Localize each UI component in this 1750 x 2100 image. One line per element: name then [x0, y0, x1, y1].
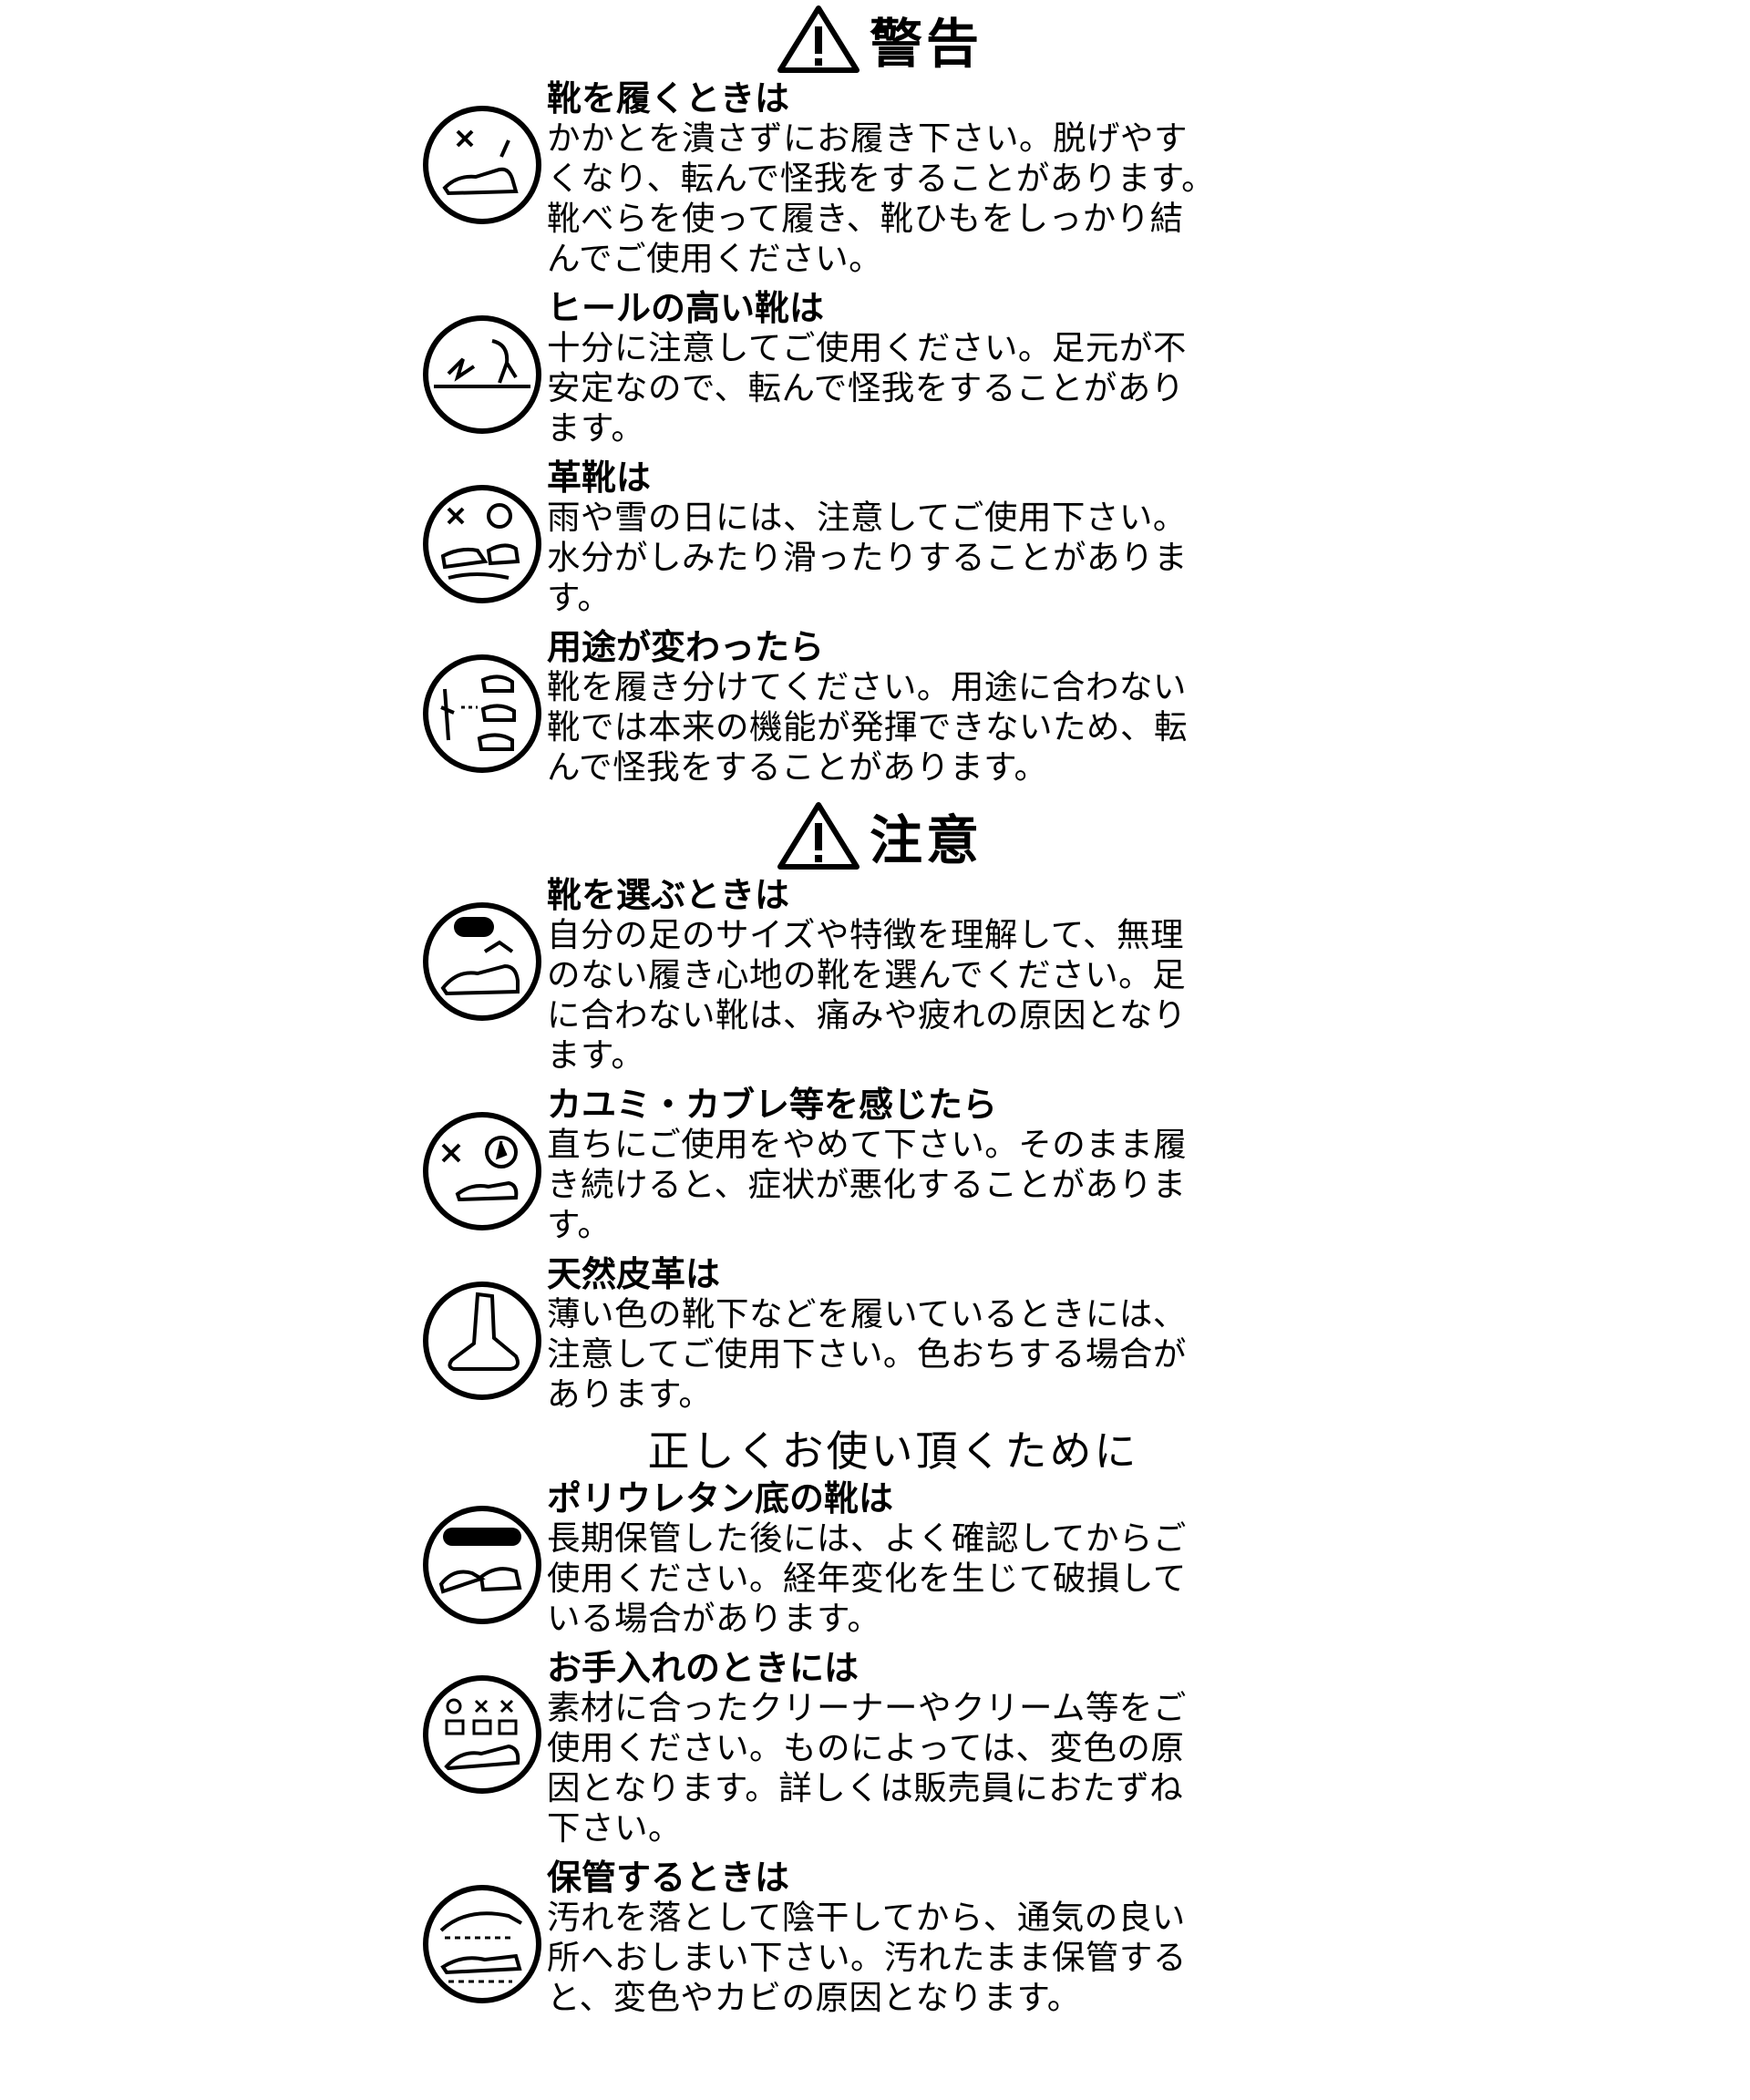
shoe-heel-crush-icon [423, 106, 541, 224]
item-heading: 用途が変わったら [547, 627, 825, 667]
caution-item-select: 靴を選ぶときは 自分の足のサイズや特徴を理解して、無理 のない履き心地の靴を選ん… [401, 875, 1331, 1076]
body-line: 靴では本来の機能が発揮できないため、転 [547, 707, 1188, 746]
body-line: と、変色やカビの原因となります。 [547, 1978, 1081, 2017]
body-line: いる場合があります。 [547, 1599, 881, 1638]
body-line: んで怪我をすることがあります。 [547, 747, 1048, 787]
body-line: 長期保管した後には、よく確認してからご [547, 1518, 1187, 1558]
item-heading: ポリウレタン底の靴は [547, 1478, 894, 1518]
warning-item-leather: 革靴は 雨や雪の日には、注意してご使用下さい。 水分がしみたり滑ったりすることが… [401, 458, 1331, 618]
high-heel-fall-icon [423, 315, 541, 434]
shoe-storage-icon [423, 1885, 541, 2003]
item-heading: 靴を履くときは [547, 78, 790, 118]
body-line: 安定なので、転んで怪我をすることがあり [547, 368, 1185, 407]
item-body: 汚れを落として陰干してから、通気の良い 所へおしまい下さい。汚れたまま保管する … [547, 1898, 1331, 2018]
body-line: す。 [547, 578, 612, 617]
item-body: 薄い色の靴下などを履いているときには、 注意してご使用下さい。色おちする場合が … [547, 1294, 1331, 1415]
cleaner-care-icon [423, 1675, 541, 1794]
body-line: 下さい。 [547, 1808, 682, 1848]
body-line: 汚れを落として陰干してから、通気の良い [547, 1898, 1186, 1937]
foot-sock-icon [423, 1282, 541, 1400]
body-line: くなり、転んで怪我をすることがあります。 [547, 159, 1216, 198]
caution-item-itch: カユミ・カブレ等を感じたら 直ちにご使用をやめて下さい。そのまま履 き続けると、… [401, 1085, 1331, 1245]
itch-stop-icon [423, 1112, 541, 1230]
body-line: 靴を履き分けてください。用途に合わない [547, 667, 1187, 706]
warning-item-purpose: 用途が変わったら 靴を履き分けてください。用途に合わない 靴では本来の機能が発揮… [401, 627, 1331, 788]
body-line: 自分の足のサイズや特徴を理解して、無理 [547, 915, 1184, 954]
body-line: き続けると、症状が悪化することがありま [547, 1165, 1187, 1204]
proper-use-title: 正しくお使い頂くために [647, 1426, 1139, 1476]
body-line: 十分に注意してご使用ください。足元が不 [547, 328, 1187, 367]
warning-header: 警告 [428, 0, 1331, 78]
body-line: 素材に合ったクリーナーやクリーム等をご [547, 1688, 1187, 1727]
item-heading: お手入れのときには [547, 1648, 860, 1688]
item-body: 雨や雪の日には、注意してご使用下さい。 水分がしみたり滑ったりすることがありま … [547, 498, 1331, 618]
shoe-size-select-icon [423, 902, 541, 1021]
body-line: 使用ください。経年変化を生じて破損して [547, 1559, 1187, 1598]
item-body: 自分の足のサイズや特徴を理解して、無理 のない履き心地の靴を選んでください。足 … [547, 915, 1331, 1076]
body-line: 直ちにご使用をやめて下さい。そのまま履 [547, 1125, 1188, 1164]
warning-item-high-heel: ヒールの高い靴は 十分に注意してご使用ください。足元が不 安定なので、転んで怪我… [401, 288, 1331, 448]
item-heading: 保管するときは [547, 1858, 790, 1898]
body-line: 水分がしみたり滑ったりすることがありま [547, 538, 1188, 577]
body-line: 所へおしまい下さい。汚れたまま保管する [547, 1938, 1187, 1977]
shoe-purpose-icon [423, 654, 541, 773]
proper-use-item-polyurethane: ポリウレタン底の靴は 長期保管した後には、よく確認してからご 使用ください。経年… [401, 1478, 1331, 1639]
sole-storage-check-icon [423, 1506, 541, 1624]
item-body: 長期保管した後には、よく確認してからご 使用ください。経年変化を生じて破損して … [547, 1518, 1331, 1639]
body-line: 靴べらを使って履き、靴ひもをしっかり結 [547, 199, 1184, 238]
caution-header: 注意 [428, 797, 1331, 875]
body-line: に合わない靴は、痛みや疲れの原因となり [547, 995, 1187, 1035]
item-heading: 靴を選ぶときは [547, 875, 790, 915]
item-body: 素材に合ったクリーナーやクリーム等をご 使用ください。ものによっては、変色の原 … [547, 1688, 1331, 1848]
body-line: す。 [547, 1205, 612, 1244]
body-line: 使用ください。ものによっては、変色の原 [547, 1728, 1185, 1767]
body-line: ます。 [547, 408, 645, 448]
warning-item-wearing: 靴を履くときは かかとを潰さずにお履き下さい。脱げやす くなり、転んで怪我をする… [401, 78, 1331, 279]
body-line: 薄い色の靴下などを履いているときには、 [547, 1294, 1187, 1333]
item-body: 靴を履き分けてください。用途に合わない 靴では本来の機能が発揮できないため、転 … [547, 667, 1331, 788]
shoe-care-notice: 警告 靴を履くときは かかとを潰さずにお履き下さい。脱げやす くなり、転んで怪我… [401, 0, 1331, 2027]
rain-slip-icon [423, 485, 541, 603]
warning-triangle-icon [777, 5, 860, 73]
item-body: 十分に注意してご使用ください。足元が不 安定なので、転んで怪我をすることがあり … [547, 328, 1331, 448]
caution-title: 注意 [869, 809, 983, 871]
item-heading: カユミ・カブレ等を感じたら [547, 1085, 998, 1125]
body-line: 注意してご使用下さい。色おちする場合が [547, 1334, 1187, 1374]
proper-use-item-care: お手入れのときには 素材に合ったクリーナーやクリーム等をご 使用ください。ものに… [401, 1648, 1331, 1848]
body-line: 雨や雪の日には、注意してご使用下さい。 [547, 498, 1187, 537]
body-line: ます。 [547, 1035, 645, 1075]
item-body: 直ちにご使用をやめて下さい。そのまま履 き続けると、症状が悪化することがありま … [547, 1125, 1331, 1245]
caution-item-natural-leather: 天然皮革は 薄い色の靴下などを履いているときには、 注意してご使用下さい。色おち… [401, 1254, 1331, 1415]
proper-use-item-storage: 保管するときは 汚れを落として陰干してから、通気の良い 所へおしまい下さい。汚れ… [401, 1858, 1331, 2018]
item-body: かかとを潰さずにお履き下さい。脱げやす くなり、転んで怪我をすることがあります。… [547, 118, 1331, 279]
body-line: あります。 [547, 1374, 713, 1414]
body-line: んでご使用ください。 [547, 239, 883, 278]
warning-triangle-icon [777, 802, 860, 870]
warning-title: 警告 [869, 13, 983, 75]
item-heading: 革靴は [547, 458, 652, 498]
item-heading: ヒールの高い靴は [547, 288, 825, 328]
body-line: のない履き心地の靴を選んでください。足 [547, 955, 1187, 994]
body-line: 因となります。詳しくは販売員におたずね [547, 1768, 1184, 1807]
body-line: かかとを潰さずにお履き下さい。脱げやす [547, 118, 1188, 158]
item-heading: 天然皮革は [547, 1254, 721, 1294]
